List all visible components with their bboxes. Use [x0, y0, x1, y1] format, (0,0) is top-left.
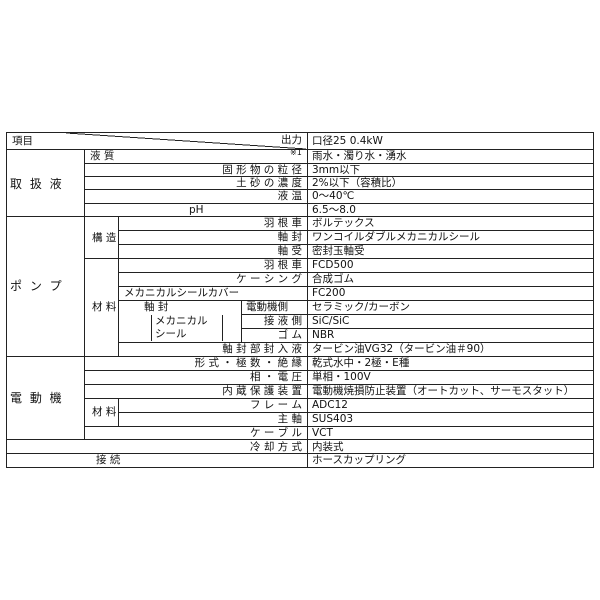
- label-liquid-temp: 液 温: [277, 190, 302, 202]
- label-shaft-seal-material: 軸 封: [144, 301, 169, 313]
- value-cable: VCT: [312, 427, 333, 439]
- label-casing: ケ ー シ ン グ: [236, 273, 302, 285]
- value-protection: 電動機焼損防止装置（オートカット、サーモスタット）: [312, 385, 575, 397]
- value-casing: 合成ゴム: [312, 273, 354, 285]
- value-shaft-seal: ワンコイルダブルメカニカルシール: [312, 231, 480, 243]
- header-output-value: 口径25 0.4kW: [312, 135, 383, 147]
- label-frame: フ レ ー ム: [249, 399, 302, 411]
- label-sand-conc: 土 砂 の 濃 度: [236, 177, 302, 189]
- label-motor-shaft: 主 軸: [277, 413, 302, 425]
- table-grid: [6, 132, 594, 468]
- value-liquid-side: SiC/SiC: [312, 315, 350, 327]
- value-motor-shaft: SUS403: [312, 413, 354, 425]
- label-ph: pH: [189, 204, 204, 216]
- group-pump: ポ ン プ: [10, 279, 64, 293]
- group-motor: 電 動 機: [10, 391, 64, 405]
- subgroup-structure: 構 造: [92, 232, 117, 244]
- label-seal-oil: 軸 封 部 封 入 液: [222, 343, 302, 355]
- label-impeller-material: 羽 根 車: [263, 259, 302, 271]
- value-rubber: NBR: [312, 329, 335, 341]
- note-liquid-quality: ※1: [290, 148, 302, 157]
- value-bearing: 密封玉軸受: [312, 245, 365, 257]
- label-liquid-side: 接 液 側: [263, 315, 302, 327]
- label-bearing: 軸 受: [277, 245, 302, 257]
- value-phase: 単相・100V: [312, 371, 371, 383]
- label-connection: 接 続: [96, 454, 121, 466]
- label-mechanical-seal: メカニカル シール: [151, 315, 223, 341]
- label-seal-cover: メカニカルシールカバー: [124, 287, 240, 299]
- value-sand-conc: 2%以下（容積比）: [312, 177, 403, 189]
- subgroup-material: 材 料: [92, 301, 117, 313]
- group-liquid: 取 扱 液: [10, 177, 64, 191]
- value-frame: ADC12: [312, 399, 348, 411]
- value-seal-oil: タービン油VG32（タービン油＃90）: [312, 343, 491, 355]
- label-phase: 相 ・ 電 圧: [249, 371, 302, 383]
- value-liquid-temp: 0～40℃: [312, 190, 355, 202]
- spec-table: 項目 出力 口径25 0.4kW 取 扱 液 ポ ン プ 電 動 機 構 造 材…: [6, 132, 594, 468]
- label-cooling: 冷 却 方 式: [249, 441, 302, 453]
- value-form: 乾式水中・2極・E種: [312, 357, 410, 369]
- value-cooling: 内装式: [312, 441, 344, 453]
- value-impeller-material: FCD500: [312, 259, 354, 271]
- value-seal-cover: FC200: [312, 287, 346, 299]
- label-impeller-type: 羽 根 車: [263, 217, 302, 229]
- label-solid-size: 固 形 物 の 粒 径: [222, 164, 302, 176]
- label-cable: ケ ー ブ ル: [249, 427, 302, 439]
- value-impeller-type: ボルテックス: [312, 217, 375, 229]
- value-connection: ホースカップリング: [312, 454, 406, 466]
- value-liquid-quality: 雨水・濁り水・湧水: [312, 150, 407, 162]
- value-ph: 6.5～8.0: [312, 204, 356, 216]
- subgroup-motor-material: 材 料: [92, 406, 117, 418]
- label-rubber: ゴ ム: [277, 329, 302, 341]
- label-form: 形 式 ・ 極 数 ・ 絶 縁: [194, 357, 302, 369]
- label-liquid-quality: 液 質: [90, 150, 115, 162]
- header-output-label: 出力: [281, 134, 302, 146]
- label-protection: 内 蔵 保 護 装 置: [222, 385, 302, 397]
- value-solid-size: 3mm以下: [312, 164, 361, 176]
- label-motor-side: 電動機側: [246, 301, 288, 313]
- header-item-label: 項目: [12, 135, 33, 147]
- label-shaft-seal: 軸 封: [277, 231, 302, 243]
- value-motor-side: セラミック/カーボン: [312, 301, 411, 313]
